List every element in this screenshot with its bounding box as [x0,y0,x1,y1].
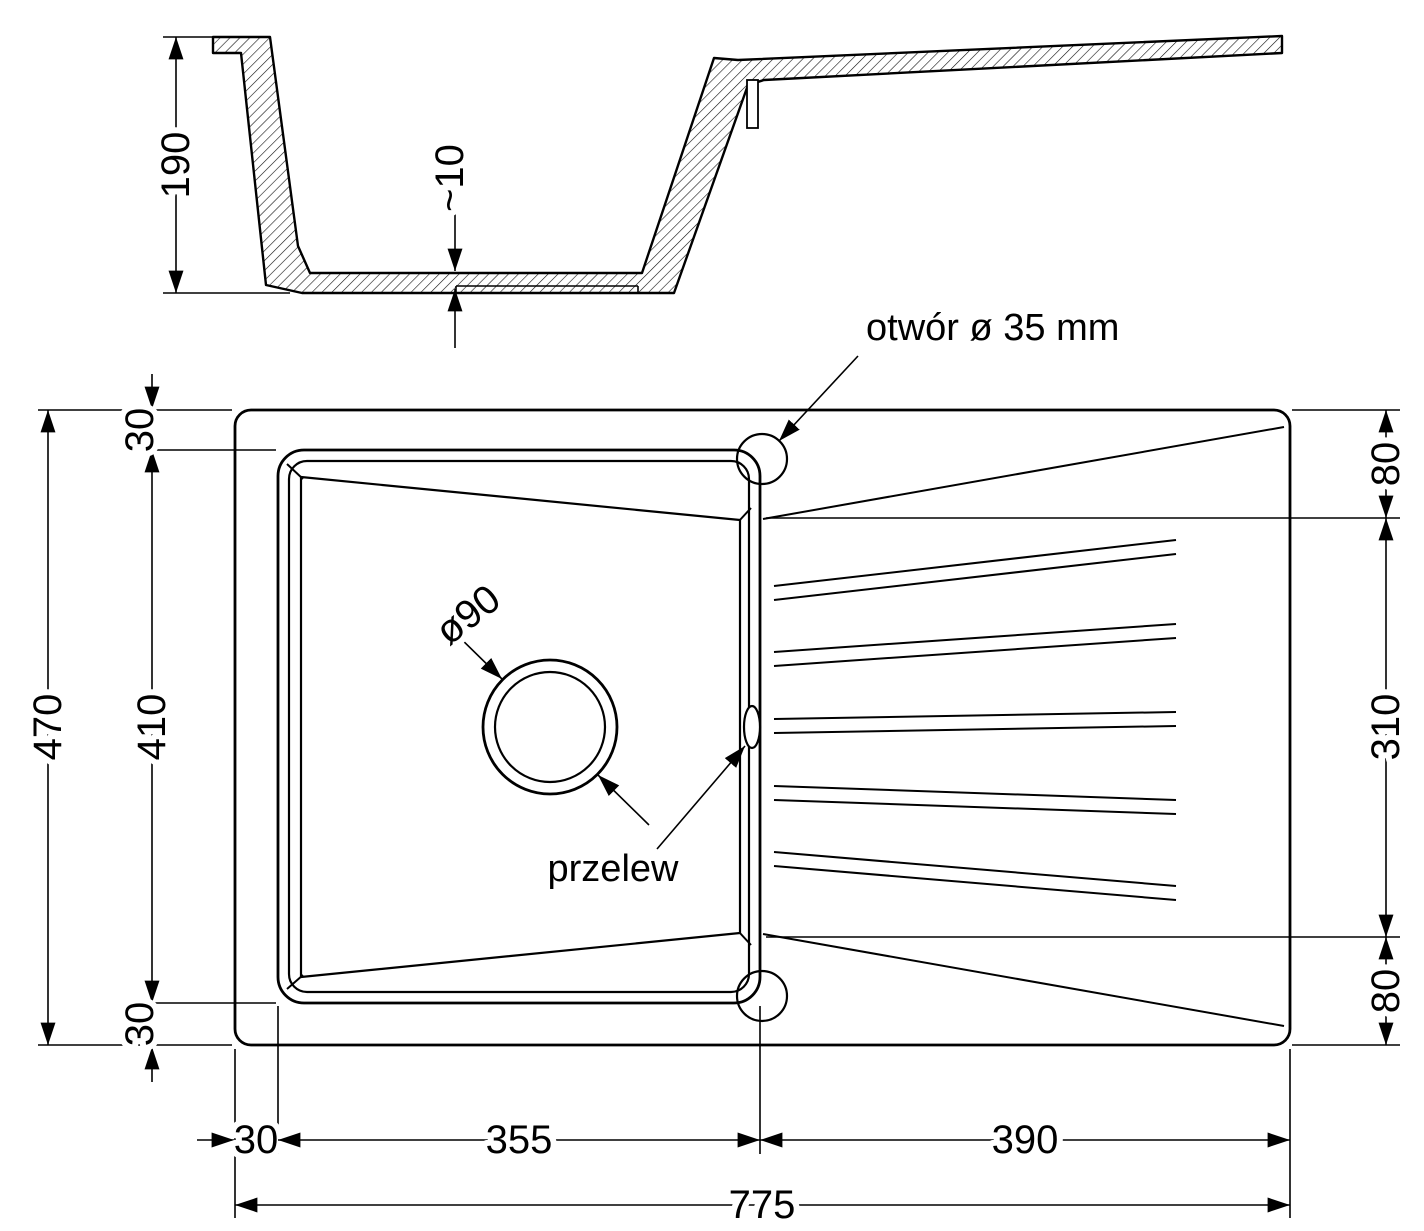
dim-margin-top-value: 30 [118,408,162,453]
section-material [211,34,1284,295]
dim-basin-inner-width-value: 410 [130,694,174,761]
plan-dimensions: 470 410 30 30 [20,374,1414,1231]
basin-bowl-bottom [299,475,742,979]
accessory-hole [735,969,789,1023]
dim-overall-width-value: 470 [26,694,70,761]
tap-hole-label: otwór ø 35 mm [866,307,1119,349]
dim-drainer-mid: 310 [1358,518,1414,937]
dim-margin-left-value: 30 [234,1118,279,1162]
dim-overall-length-value: 775 [729,1183,796,1227]
overflow-callout: przelew [544,745,746,894]
dim-basin-length: 355 [278,1112,760,1168]
basin-rim-inner [287,459,751,994]
drainboard-edges [762,426,1285,1027]
dim-overall-width: 470 [20,410,76,1045]
dim-drainer-top: 80 [1358,410,1414,518]
dim-depth-value: 190 [154,132,198,199]
plan-view: otwór ø 35 mm ø90 przelew [233,303,1292,1047]
drainboard-front-edge [746,79,759,129]
dim-drainer-bottom: 80 [1358,937,1414,1045]
dim-drainer-mid-value: 310 [1364,694,1408,761]
sink-outline [233,408,1292,1047]
dim-margin-bottom: 30 [112,996,168,1082]
tap-hole-callout: otwór ø 35 mm [778,303,1123,442]
dim-depth: 190 [148,36,290,294]
cross-section-view: 190 ~10 [148,34,1284,348]
overflow-slot [742,704,762,750]
drain-circle-inner [493,670,607,784]
dim-basin-length-value: 355 [486,1118,553,1162]
dim-bottom-step-value: ~10 [428,144,472,212]
dim-basin-inner-width: 410 [124,450,180,1003]
dim-margin-left: 30 [197,1112,284,1168]
dim-drainer-bottom-value: 80 [1364,969,1408,1014]
dim-margin-top: 30 [112,374,168,458]
tap-hole [735,432,789,486]
drain-callout: ø90 [421,570,650,826]
basin-corner-chamfers [286,463,752,990]
dim-margin-bottom-value: 30 [118,1002,162,1047]
dim-drainer-length-value: 390 [992,1118,1059,1162]
drain-diameter-label: ø90 [427,576,508,653]
drain-circle-outer [481,658,619,796]
dim-bottom-step: ~10 [422,138,478,348]
overflow-label: przelew [548,848,679,890]
drainboard-grooves [773,539,1177,901]
basin-rim-outer [276,448,762,1005]
dim-drainer-length: 390 [760,1112,1290,1168]
dim-drainer-top-value: 80 [1364,442,1408,487]
dim-overall-length: 775 [234,1177,1290,1231]
